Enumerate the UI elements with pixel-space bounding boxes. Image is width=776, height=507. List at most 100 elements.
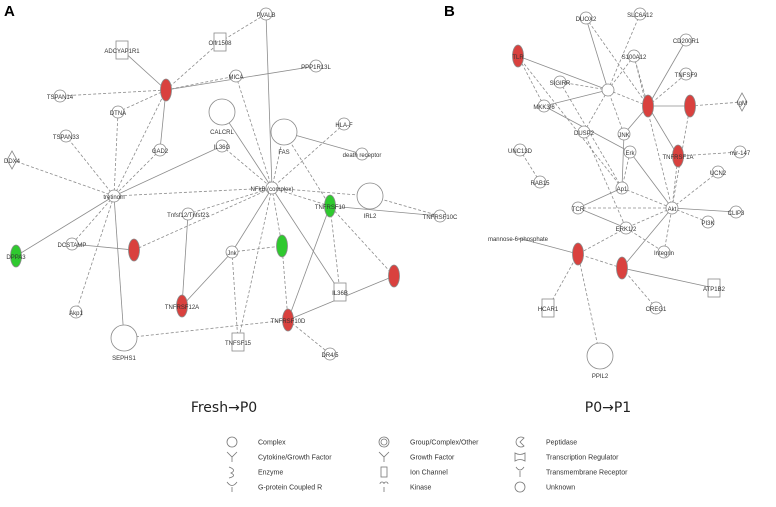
node-cd200r1[interactable]: CD200R1	[673, 33, 700, 47]
node-hub1[interactable]	[160, 78, 172, 102]
node-irl2[interactable]: IRL2	[356, 182, 384, 220]
node-igm[interactable]: IgM	[736, 92, 748, 112]
edge-ap1-akt	[621, 187, 673, 209]
node-green-mid[interactable]	[276, 234, 288, 258]
node-tnfrsf1a[interactable]: TNFRSF1A	[662, 144, 694, 168]
node-tspan14[interactable]: TSPAN14	[47, 89, 74, 103]
edge-tretinoin-akp1	[75, 195, 115, 313]
node-red-b2[interactable]	[684, 94, 696, 118]
edge-erk12-tcr	[577, 207, 627, 229]
node-adcyap1r1[interactable]: ADCYAP1R1	[104, 40, 140, 60]
enzyme-icon	[228, 466, 234, 479]
edge-death_receptor-fas	[283, 131, 363, 155]
node-hla-f[interactable]: HLA-F	[335, 117, 353, 131]
node-label: MKK3/6	[533, 105, 555, 111]
node-nfkb[interactable]: NFkB (complex)	[250, 181, 294, 195]
legend-label: Transmembrane Receptor	[546, 470, 628, 477]
node-red-b1[interactable]	[642, 94, 654, 118]
edge-duox2-red_b1	[585, 17, 649, 107]
node-tnfsf15[interactable]: TNFSF15	[225, 332, 252, 352]
node-slc6a12[interactable]: SLC6A12	[627, 7, 654, 21]
node-tnfrsf10d[interactable]: TNFRSF10D	[271, 308, 306, 332]
node-calcrl[interactable]: CALCRL	[208, 98, 236, 136]
node-dppa3[interactable]: DPPA3	[6, 244, 26, 268]
node-pi3k[interactable]: PI3K	[701, 215, 715, 229]
cytokine-icon	[226, 451, 238, 462]
node-red-dcstamp[interactable]	[128, 238, 140, 262]
node-akt[interactable]: Akt	[665, 201, 679, 215]
node-tlr[interactable]: TLR	[512, 44, 524, 68]
node-creg1[interactable]: CREG1	[646, 301, 667, 315]
node-ap1[interactable]: Ap1	[615, 181, 629, 195]
node-red-b3[interactable]	[572, 242, 584, 266]
node-dr45[interactable]: DR4/5	[321, 347, 339, 361]
node-dusp2[interactable]: DUSP2	[574, 125, 595, 139]
node-tnfrsf10c[interactable]: TNFRSF10C	[423, 209, 458, 223]
node-olfr1508[interactable]: Olfr1508	[208, 32, 232, 52]
node-ucn2[interactable]: UCN2	[710, 165, 727, 179]
edge-tretinoin-sephs1	[113, 195, 125, 339]
node-atp1b2[interactable]: ATP1B2	[703, 278, 726, 298]
node-ppil2[interactable]: PPIL2	[586, 342, 614, 380]
node-mkk[interactable]	[601, 83, 615, 97]
node-sigirr[interactable]: SIGIRR	[550, 75, 571, 89]
node-tnfsf12[interactable]: Tnfsf12/Tnfsf23	[167, 207, 210, 221]
node-label: HCAR1	[538, 307, 559, 313]
node-hcar1[interactable]: HCAR1	[538, 298, 559, 318]
node-red-b4[interactable]	[616, 256, 628, 280]
node-death-receptor[interactable]: death receptor	[343, 147, 382, 161]
node-mkk36[interactable]: MKK3/6	[533, 99, 555, 113]
node-sephs1[interactable]: SEPHS1	[110, 324, 138, 362]
node-akp1[interactable]: Akp1	[69, 305, 83, 319]
node-rab15[interactable]: RAB15	[530, 175, 550, 189]
node-il36b[interactable]: IL36B	[332, 282, 348, 302]
node-clip3[interactable]: CLIP3	[728, 205, 745, 219]
node-mica[interactable]: MICA	[229, 69, 244, 83]
edge-mkk36-mkk	[543, 89, 609, 107]
node-jnk[interactable]: Jnk	[225, 245, 239, 259]
node-label: Erk	[626, 151, 636, 157]
node-erk12[interactable]: ERK1/2	[616, 221, 637, 235]
legend-label: Peptidase	[546, 440, 577, 447]
node-label: Tnfsf12/Tnfsf23	[167, 213, 209, 219]
legend-item: Cytokine/Growth Factor	[226, 451, 332, 462]
legend-label: Complex	[258, 440, 286, 447]
node-mir147[interactable]: mir-147	[730, 145, 751, 159]
node-pvalb[interactable]: PVALB	[257, 7, 276, 21]
node-integrin[interactable]: Integrin	[654, 245, 674, 259]
node-label: Ap1	[617, 187, 628, 193]
edge-erk12-red_b3	[577, 227, 627, 255]
node-m6p[interactable]: mannose-6-phosphate	[488, 237, 549, 243]
edge-pvalb-nfkb	[265, 13, 273, 189]
edge-mkk-s100a12	[607, 55, 635, 91]
node-duox2[interactable]: DUOX2	[576, 11, 597, 25]
node-dtna[interactable]: DTNA	[110, 105, 126, 119]
node-tnfrsf10[interactable]: TNFRSF10	[315, 194, 346, 218]
node-jnk[interactable]: JNK	[617, 127, 631, 141]
node-tnfsf9[interactable]: TNFSF9	[675, 67, 698, 81]
node-unc13d[interactable]: UNC13D	[508, 143, 533, 157]
node-ppp1r13l[interactable]: PPP1R13L	[301, 59, 332, 73]
node-tspan33[interactable]: TSPAN33	[53, 129, 80, 143]
node-tcr[interactable]: TCR	[571, 201, 585, 215]
edge-jnk-tnfrsf12a	[181, 251, 233, 307]
legend-item: Kinase	[379, 481, 432, 492]
node-ddx4[interactable]: DDX4	[4, 150, 21, 170]
node-label: mannose-6-phosphate	[488, 237, 549, 243]
node-s100a12[interactable]: S100A12	[622, 49, 647, 63]
node-tnfrsf12a[interactable]: TNFRSF12A	[165, 294, 199, 318]
edge-red_b4-akt	[621, 207, 673, 269]
edge-red_b1-tnfsf9	[647, 73, 687, 107]
node-gad2[interactable]: GAD2	[152, 143, 169, 157]
node-label: CREG1	[646, 307, 667, 313]
edge-mkk-sigirr	[559, 81, 609, 91]
node-dcstamp[interactable]: DCSTAMP	[58, 237, 87, 251]
edge-mkk-slc6a12	[607, 13, 641, 91]
node-fas[interactable]: FAS	[270, 118, 298, 156]
node-red-right[interactable]	[388, 264, 400, 288]
node-label: IRL2	[364, 214, 377, 220]
node-tretinoin[interactable]: tretinoin	[103, 189, 125, 203]
node-erk[interactable]: Erk	[623, 145, 637, 159]
node-label: Akt	[668, 207, 677, 213]
node-il36g[interactable]: IL36G	[214, 139, 231, 153]
